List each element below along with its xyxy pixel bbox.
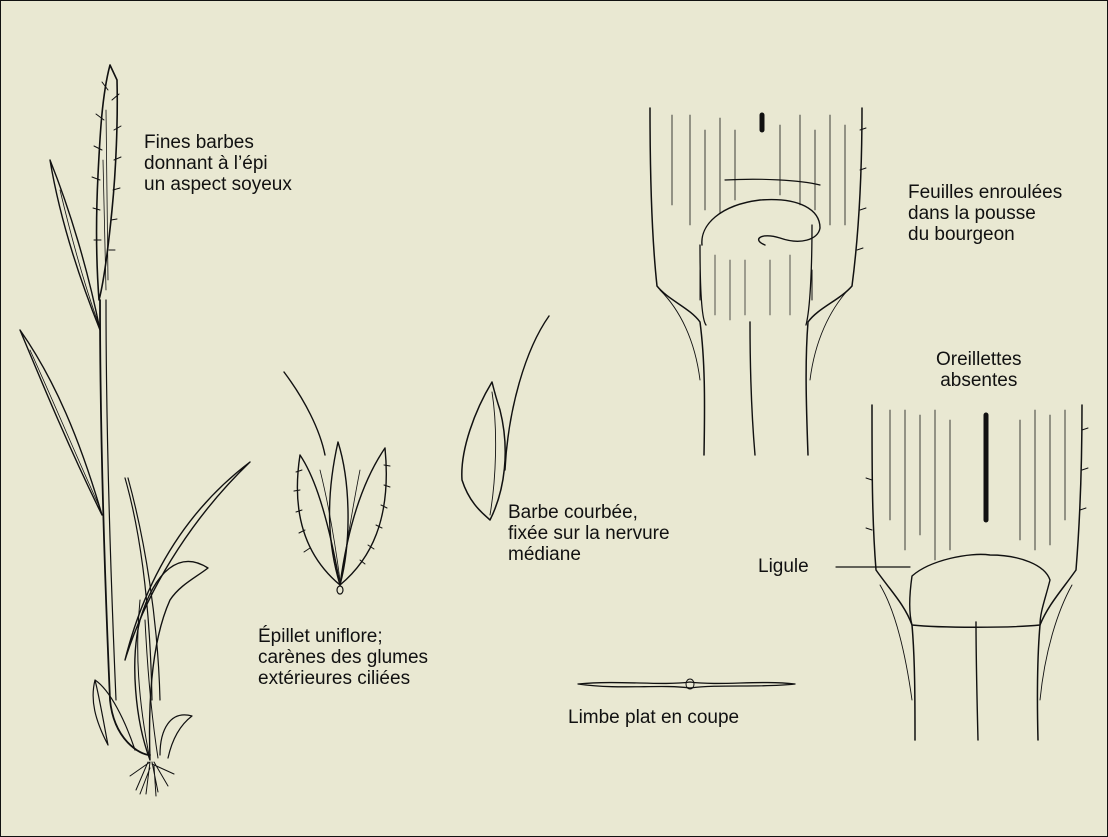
label-line: absentes	[936, 370, 1022, 391]
main-stem	[100, 300, 150, 755]
label-ligule: Ligule	[758, 556, 809, 577]
leaf-lower-right	[160, 715, 192, 758]
blade-cross-section-drawing	[578, 679, 795, 689]
label-feuilles-enroulees: Feuilles enroulées dans la pousse du bou…	[908, 182, 1062, 245]
label-epillet: Épillet uniflore; carènes des glumes ext…	[258, 626, 428, 689]
label-oreillettes: Oreillettes absentes	[936, 349, 1022, 391]
spikelet-awn	[284, 372, 325, 455]
label-line: Feuilles enroulées	[908, 182, 1062, 203]
leaf-lower-left	[93, 680, 135, 750]
rolled-leaf	[702, 200, 820, 245]
label-line: Fines barbes	[144, 132, 292, 153]
leaf-upper	[50, 160, 100, 330]
label-line: un aspect soyeux	[144, 174, 292, 195]
ligule	[910, 554, 1050, 627]
label-line: Épillet uniflore;	[258, 626, 428, 647]
floret-drawing	[462, 316, 549, 520]
label-line: donnant à l’épi	[144, 153, 292, 174]
label-barbe-courbee: Barbe courbée, fixée sur la nervure médi…	[508, 502, 670, 565]
label-line: du bourgeon	[908, 224, 1062, 245]
label-limbe: Limbe plat en coupe	[568, 707, 739, 728]
label-line: Oreillettes	[936, 349, 1022, 370]
label-fines-barbes: Fines barbes donnant à l’épi un aspect s…	[144, 132, 292, 195]
label-line: Barbe courbée,	[508, 502, 670, 523]
label-line: fixée sur la nervure	[508, 523, 670, 544]
label-line: extérieures ciliées	[258, 668, 428, 689]
roots	[130, 762, 174, 796]
rolled-leaf-sheath-drawing	[650, 108, 866, 455]
ligule-sheath-drawing	[836, 405, 1088, 740]
label-line: dans la pousse	[908, 203, 1062, 224]
leaf-middle	[20, 330, 102, 515]
spikelet-drawing	[284, 372, 390, 594]
floret-awn	[505, 316, 549, 470]
floret-lemma	[462, 382, 505, 520]
label-line: carènes des glumes	[258, 647, 428, 668]
label-line: médiane	[508, 544, 670, 565]
